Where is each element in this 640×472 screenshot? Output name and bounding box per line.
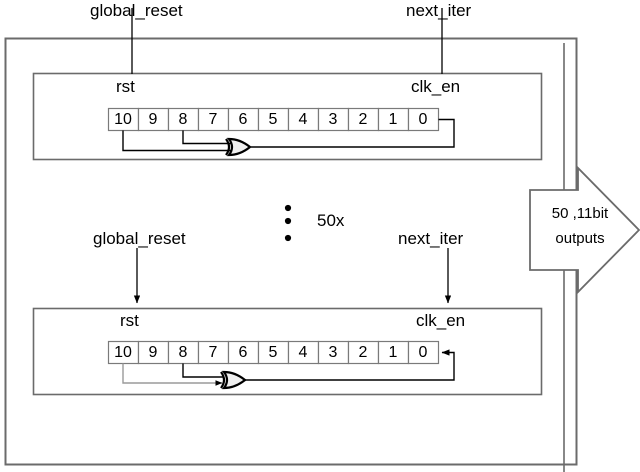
lfsr-bottom-cell-5: 5 — [268, 344, 278, 361]
repeat-marker-label: 50x — [317, 211, 345, 230]
lfsr-bottom-cell-9: 9 — [148, 344, 158, 361]
lfsr-top-cell-10: 10 — [114, 111, 132, 128]
lfsr-top-cell-0: 0 — [418, 111, 428, 128]
lfsr-top-cell-6: 6 — [238, 111, 248, 128]
lfsr-bottom-cell-8: 8 — [178, 344, 188, 361]
lfsr-top-cell-4: 4 — [298, 111, 308, 128]
lfsr-bottom-cell-10: 10 — [114, 344, 132, 361]
lfsr-bottom-cell-4: 4 — [298, 344, 308, 361]
label-global-reset-top: global_reset — [90, 1, 183, 20]
lfsr-bottom-port-rst: rst — [120, 311, 139, 330]
output-arrow-label-line1: 50 ,11bit — [551, 205, 609, 222]
lfsr-bottom-box — [32, 307, 543, 396]
lfsr-bottom-port-clk-en: clk_en — [416, 311, 466, 330]
lfsr-top-feedback-wires — [122, 118, 455, 152]
output-arrow-label-line2: outputs — [555, 230, 605, 247]
lfsr-bottom-cell-6: 6 — [238, 344, 248, 361]
lfsr-top-cell-7: 7 — [208, 111, 218, 128]
lfsr-top-port-rst: rst — [116, 77, 135, 96]
label-global-reset-bottom: global_reset — [93, 229, 186, 248]
lfsr-top-cell-9: 9 — [148, 111, 158, 128]
lfsr-bottom-cell-7: 7 — [208, 344, 218, 361]
lfsr-bottom-cell-1: 1 — [388, 344, 398, 361]
lfsr-bottom-xor-gate — [220, 370, 247, 390]
outer-system-box — [4, 37, 578, 466]
output-arrow-shape — [529, 165, 640, 295]
lfsr-bottom-feedback-wires — [122, 349, 455, 386]
lfsr-top-box — [32, 72, 543, 161]
lfsr-top-cell-8: 8 — [178, 111, 188, 128]
lfsr-top-port-clk-en: clk_en — [411, 77, 461, 96]
label-next-iter-bottom: next_iter — [398, 229, 464, 248]
lfsr-top-xor-gate — [225, 137, 252, 157]
lfsr-top-cell-1: 1 — [388, 111, 398, 128]
lfsr-bottom-cell-3: 3 — [328, 344, 338, 361]
lfsr-top-cell-2: 2 — [358, 111, 368, 128]
lfsr-bottom-register — [107, 340, 440, 365]
signal-lines — [131, 8, 452, 304]
lfsr-top-cell-3: 3 — [328, 111, 338, 128]
lfsr-top-register — [107, 107, 440, 132]
lfsr-bottom-cell-0: 0 — [418, 344, 428, 361]
label-next-iter-top: next_iter — [406, 1, 472, 20]
lfsr-bottom-cell-2: 2 — [358, 344, 368, 361]
repeat-dots — [284, 204, 292, 242]
lfsr-top-cell-5: 5 — [268, 111, 278, 128]
